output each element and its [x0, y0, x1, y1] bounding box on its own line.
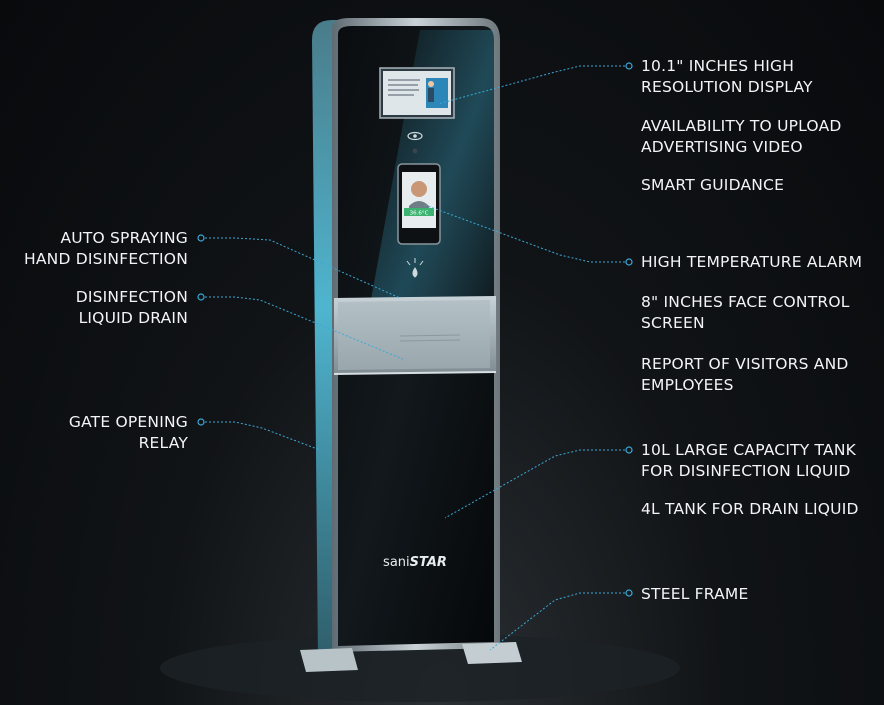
label-upload-video: AVAILABILITY TO UPLOAD ADVERTISING VIDEO — [641, 117, 842, 156]
callout-dots — [197, 62, 633, 597]
base-foot-right — [462, 642, 522, 664]
callout-lines — [205, 65, 625, 651]
brand-logo: saniSTAR — [383, 555, 447, 570]
label-auto-spraying: AUTO SPRAYING HAND DISINFECTION — [24, 229, 188, 268]
temperature-status-badge — [404, 208, 434, 216]
temperature-status-text: 36.6°C — [410, 211, 429, 217]
face-control-screen-display — [402, 172, 436, 228]
label-smart-guidance: SMART GUIDANCE — [641, 176, 785, 194]
label-report: REPORT OF VISITORS AND EMPLOYEES — [641, 355, 849, 394]
base-foot-left — [300, 648, 358, 672]
label-liquid-drain: DISINFECTION LIQUID DRAIN — [75, 288, 188, 327]
label-steel-frame: STEEL FRAME — [641, 585, 749, 603]
spray-icon — [406, 258, 424, 278]
label-display: 10.1" INCHES HIGH RESOLUTION DISPLAY — [641, 57, 813, 96]
label-face-screen: 8" INCHES FACE CONTROL SCREEN — [641, 293, 850, 332]
eye-icon — [407, 131, 423, 154]
face-icon — [411, 181, 427, 197]
label-tank-4l: 4L TANK FOR DRAIN LIQUID — [641, 500, 859, 518]
label-temp-alarm: HIGH TEMPERATURE ALARM — [641, 253, 863, 271]
label-gate-relay: GATE OPENING RELAY — [68, 413, 188, 452]
label-tank-10l: 10L LARGE CAPACITY TANK FOR DISINFECTION… — [641, 441, 856, 480]
